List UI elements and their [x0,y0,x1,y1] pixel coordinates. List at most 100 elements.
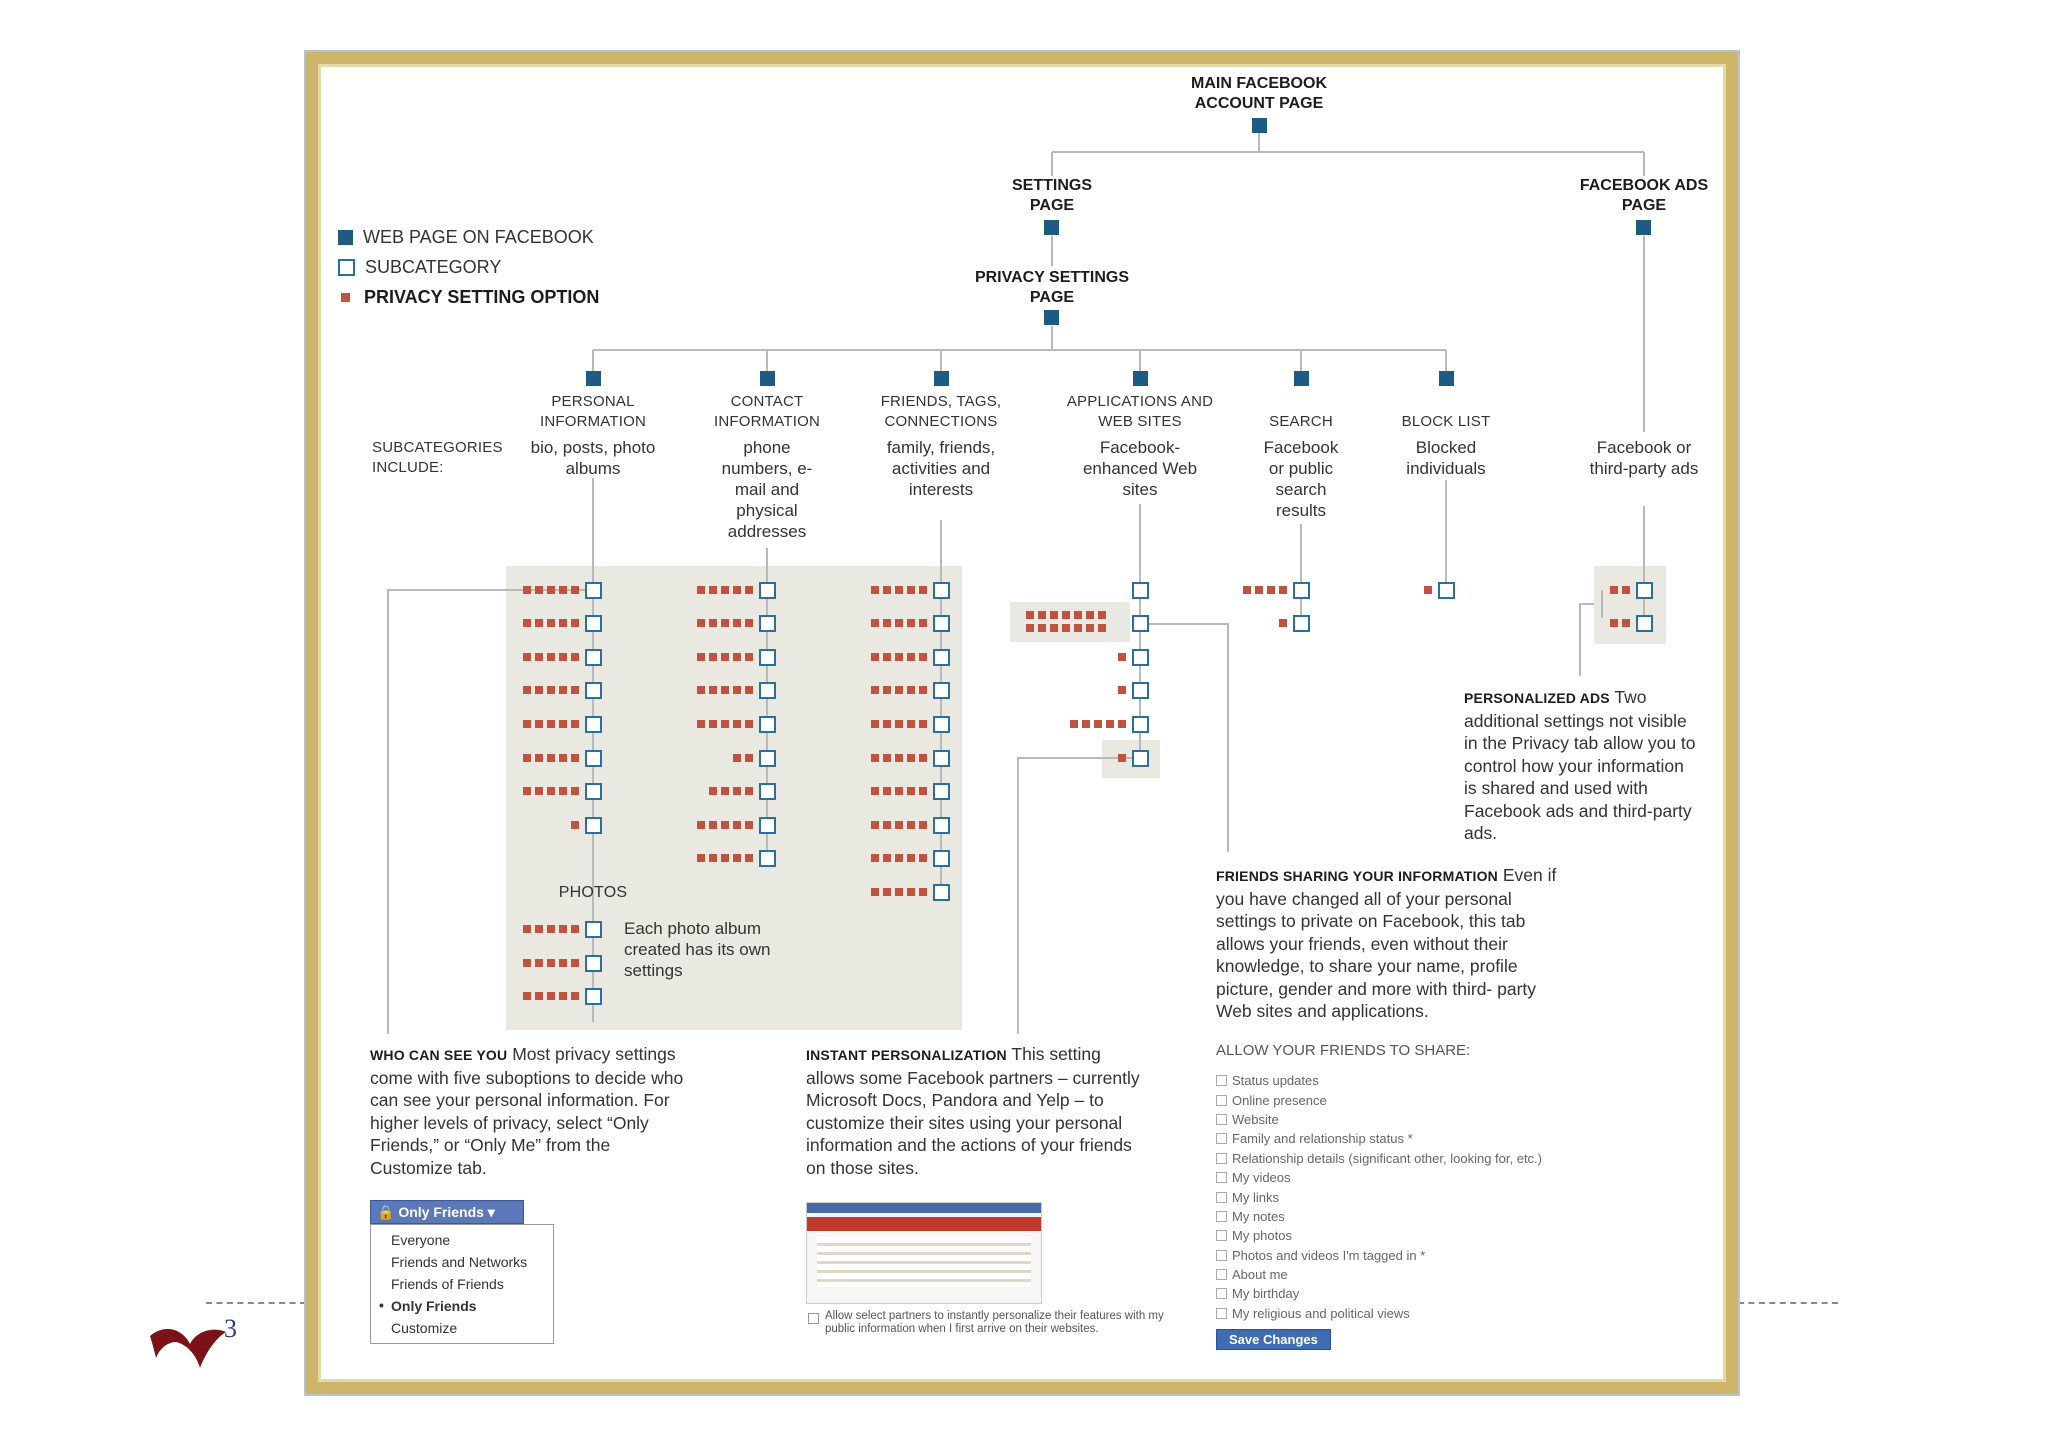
share-item[interactable]: About me [1216,1265,1636,1284]
share-checkbox[interactable] [1216,1288,1227,1300]
category-block-square-icon [1439,371,1454,386]
share-item[interactable]: My videos [1216,1168,1636,1187]
category-contact-desc: phone numbers, e-mail and physical addre… [721,438,813,541]
legend-privacy-option-label: PRIVACY SETTING OPTION [364,286,600,307]
privacy-option-marker-icon [571,959,579,967]
save-changes-button[interactable]: Save Changes [1216,1329,1331,1351]
category-apps-square-icon [1133,371,1148,386]
privacy-option-marker-icon [697,854,705,862]
share-checkbox[interactable] [1216,1191,1227,1203]
audience-option[interactable]: Everyone [391,1232,451,1248]
share-checkbox[interactable] [1216,1152,1227,1164]
privacy-option-marker-icon [559,619,567,627]
note-instant-heading: INSTANT PERSONALIZATION [806,1047,1007,1063]
share-item[interactable]: Website [1216,1110,1636,1129]
privacy-option-marker-icon [1062,611,1070,619]
share-checkbox[interactable] [1216,1249,1227,1261]
share-checkbox[interactable] [1216,1075,1227,1087]
options-panel-apps-top [1010,602,1130,642]
thumb-header [807,1217,1041,1231]
privacy-option-marker-icon [871,754,879,762]
privacy-option-marker-icon [547,619,555,627]
share-item-label: My notes [1232,1208,1285,1224]
audience-option[interactable]: Friends of Friends [391,1276,504,1292]
subcategory-square-icon [585,750,602,767]
share-item[interactable]: My links [1216,1187,1636,1206]
privacy-option-marker-icon [571,925,579,933]
privacy-option-marker-icon [1118,686,1126,694]
privacy-option-marker-icon [697,720,705,728]
note-personalized-ads-heading: PERSONALIZED ADS [1464,690,1610,706]
subcategory-square-icon [1636,615,1653,632]
share-item[interactable]: My religious and political views [1216,1304,1636,1323]
ads-page-square-icon [1636,220,1651,235]
privacy-option-marker-icon [709,586,717,594]
privacy-option-marker-icon [547,686,555,694]
instant-personalization-thumbnail [806,1202,1042,1304]
privacy-option-marker-icon [907,720,915,728]
privacy-option-marker-icon [523,686,531,694]
privacy-option-marker-icon [1279,586,1287,594]
thumb-browser-bar [807,1203,1041,1213]
privacy-option-marker-icon [907,586,915,594]
privacy-option-marker-icon [697,821,705,829]
privacy-option-marker-icon [709,653,717,661]
audience-option[interactable]: Customize [391,1320,458,1336]
share-checkbox[interactable] [1216,1094,1227,1106]
share-checkbox[interactable] [1216,1230,1227,1242]
audience-option[interactable]: Friends and Networks [391,1254,528,1270]
share-item[interactable]: Status updates [1216,1071,1636,1090]
red-square-icon [341,292,350,302]
privacy-option-marker-icon [1050,624,1058,632]
share-checkbox[interactable] [1216,1269,1227,1281]
share-item[interactable]: Photos and videos I'm tagged in * [1216,1246,1636,1265]
privacy-option-marker-icon [895,854,903,862]
privacy-option-marker-icon [709,854,717,862]
audience-option[interactable]: Only Friends• [379,1297,477,1314]
privacy-option-marker-icon [1610,586,1618,594]
privacy-option-marker-icon [547,992,555,1000]
privacy-option-marker-icon [1106,720,1114,728]
privacy-option-marker-icon [721,821,729,829]
privacy-page-square-icon [1044,310,1059,325]
legend: WEB PAGE ON FACEBOOK SUBCATEGORY PRIVACY… [338,222,658,312]
privacy-option-marker-icon [883,821,891,829]
share-checkbox[interactable] [1216,1133,1227,1145]
audience-dropdown-button[interactable]: 🔒 Only Friends ▾ [370,1200,524,1224]
privacy-option-marker-icon [871,888,879,896]
share-checkbox[interactable] [1216,1307,1227,1319]
subcategory-square-icon [585,817,602,834]
share-item[interactable]: My birthday [1216,1284,1636,1303]
subcategory-square-icon [933,615,950,632]
share-checkbox[interactable] [1216,1210,1227,1222]
privacy-option-marker-icon [523,925,531,933]
share-checkbox[interactable] [1216,1113,1227,1125]
instant-checkbox[interactable] [808,1313,819,1324]
legend-subcategory-label: SUBCATEGORY [365,256,502,277]
privacy-option-marker-icon [547,653,555,661]
privacy-option-marker-icon [895,586,903,594]
privacy-option-marker-icon [1118,754,1126,762]
privacy-option-marker-icon [571,586,579,594]
share-item[interactable]: Family and relationship status * [1216,1129,1636,1148]
share-item[interactable]: My photos [1216,1226,1636,1245]
note-friends-sharing-body: Even if you have changed all of your per… [1216,865,1557,1021]
privacy-option-marker-icon [871,619,879,627]
subcategory-square-icon [585,649,602,666]
privacy-option-marker-icon [547,925,555,933]
privacy-option-marker-icon [523,754,531,762]
share-item[interactable]: My notes [1216,1207,1636,1226]
category-friends-title: FRIENDS, TAGS, CONNECTIONS [880,393,1002,430]
share-item[interactable]: Relationship details (significant other,… [1216,1149,1636,1168]
privacy-option-marker-icon [871,653,879,661]
photos-label: PHOTOS [558,884,628,901]
share-item-label: Family and relationship status * [1232,1131,1413,1147]
instant-checkbox-row[interactable]: Allow select partners to instantly perso… [808,1310,1168,1336]
privacy-option-marker-icon [1424,586,1432,594]
share-item[interactable]: Online presence [1216,1090,1636,1109]
share-checkbox[interactable] [1216,1172,1227,1184]
privacy-option-marker-icon [523,619,531,627]
legend-privacy-option: PRIVACY SETTING OPTION [338,282,658,312]
privacy-option-marker-icon [559,959,567,967]
